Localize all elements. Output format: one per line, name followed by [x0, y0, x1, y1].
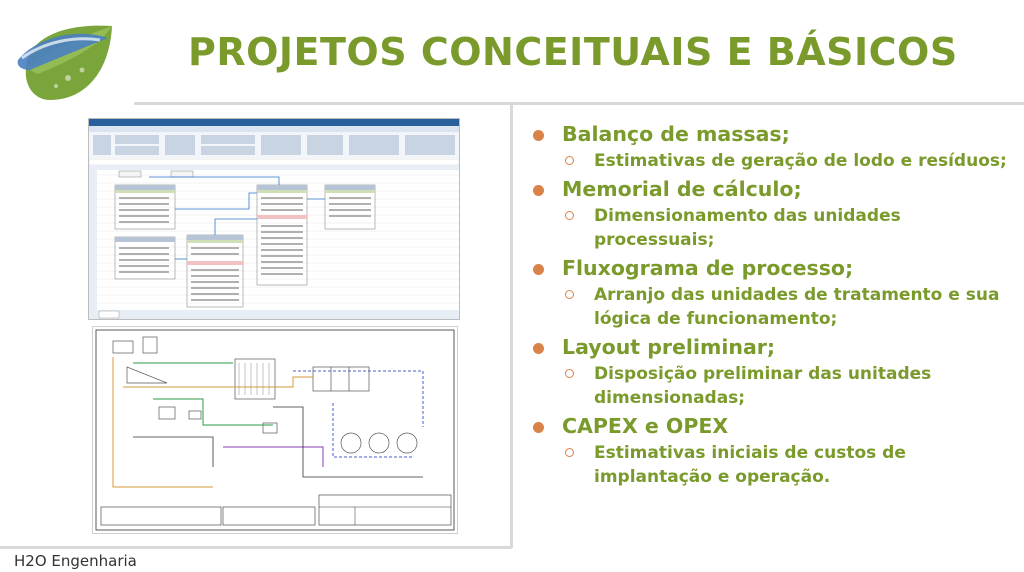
bullet-list: Balanço de massas; Estimativas de geraçã… [532, 118, 1012, 489]
vertical-divider [510, 104, 513, 548]
bullet-dot-icon [533, 185, 544, 196]
footer-divider [0, 546, 512, 549]
company-logo [8, 8, 120, 112]
bullet-dot-icon [533, 422, 544, 433]
sub-bullet-ring-icon [565, 448, 574, 457]
bullet-label: Balanço de massas; [562, 122, 790, 146]
title-divider [134, 102, 1024, 105]
sub-bullet-ring-icon [565, 156, 574, 165]
sub-bullet-item: Estimativas de geração de lodo e resíduo… [532, 149, 1012, 173]
bullet-item: CAPEX e OPEX [532, 414, 1012, 439]
bullet-item: Fluxograma de processo; [532, 256, 1012, 281]
process-flow-diagram [92, 326, 458, 534]
bullet-label: Layout preliminar; [562, 335, 776, 359]
sub-bullet-ring-icon [565, 369, 574, 378]
spreadsheet-screenshot [88, 118, 460, 320]
footer-company-name: H2O Engenharia [14, 552, 137, 570]
bullet-item: Layout preliminar; [532, 335, 1012, 360]
bullet-label: Memorial de cálculo; [562, 177, 802, 201]
sub-bullet-label: Estimativas iniciais de custos de implan… [594, 443, 906, 487]
bullet-item: Balanço de massas; [532, 122, 1012, 147]
bullet-dot-icon [533, 264, 544, 275]
sub-bullet-item: Arranjo das unidades de tratamento e sua… [532, 283, 1012, 331]
bullet-dot-icon [533, 130, 544, 141]
bullet-dot-icon [533, 343, 544, 354]
sub-bullet-label: Dimensionamento das unidades processuais… [594, 206, 901, 250]
sub-bullet-item: Disposição preliminar das unitades dimen… [532, 362, 1012, 410]
sub-bullet-item: Dimensionamento das unidades processuais… [532, 204, 1012, 252]
sub-bullet-ring-icon [565, 290, 574, 299]
sub-bullet-label: Disposição preliminar das unitades dimen… [594, 364, 932, 408]
bullet-item: Memorial de cálculo; [532, 177, 1012, 202]
sub-bullet-label: Estimativas de geração de lodo e resíduo… [594, 151, 1007, 171]
sub-bullet-item: Estimativas iniciais de custos de implan… [532, 441, 1012, 489]
page-title: PROJETOS CONCEITUAIS E BÁSICOS [188, 30, 958, 74]
sub-bullet-ring-icon [565, 211, 574, 220]
bullet-label: Fluxograma de processo; [562, 256, 854, 280]
bullet-label: CAPEX e OPEX [562, 414, 729, 438]
sub-bullet-label: Arranjo das unidades de tratamento e sua… [594, 285, 1000, 329]
